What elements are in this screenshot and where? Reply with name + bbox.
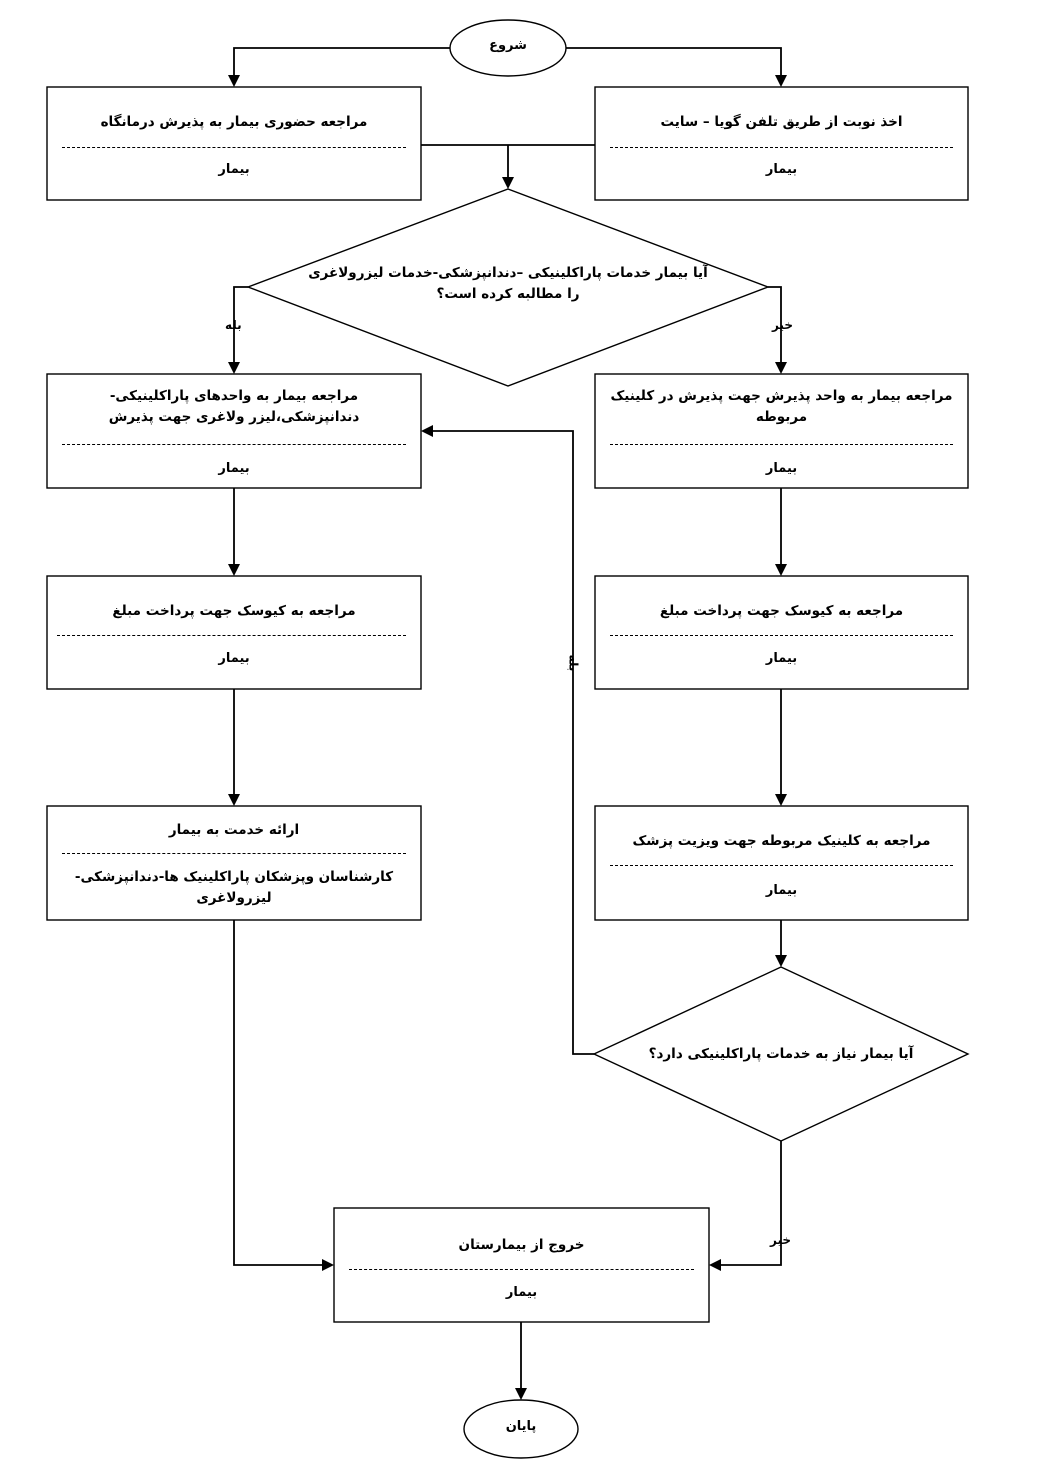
end-terminal [463,1399,579,1459]
in-person-title: مراجعه حضوری بیمار به پذیرش درمانگاه [100,114,368,130]
left-kiosk-divider [57,635,406,636]
service-title: ارائه خدمت به بیمار [168,822,300,838]
service-box [46,805,422,921]
edge-start-to-phone [566,47,787,87]
left-kiosk-box [46,575,422,690]
edge-label-yes-2: بله [566,654,581,672]
edge-label-no-1: خیر [772,318,794,332]
right-kiosk-title: مراجعه به کیوسک جهت پرداخت مبلغ [659,603,904,619]
phone-booking-divider [610,147,953,148]
right-reception-title: مراجعه بیمار به واحد پذیرش جهت پذیرش در … [610,388,953,425]
edge-label-yes-1: بله [225,318,242,332]
edge-decision-no [768,286,787,374]
in-person-box [46,86,422,201]
right-reception-divider [610,444,953,445]
clinic-visit-box [594,805,969,921]
clinic-visit-title: مراجعه به کلینیک مربوطه جهت ویزیت پزشک [632,833,931,849]
decision-paraclinic-diamond [246,188,770,387]
edge-decision-yes [228,286,248,374]
exit-box [333,1207,710,1323]
left-kiosk-role: بیمار [218,651,250,666]
edge-label-no-2: خیر [770,1233,792,1247]
phone-booking-role: بیمار [765,162,798,177]
exit-divider [349,1269,694,1270]
start-label: شروع [489,38,527,53]
left-reception-role: بیمار [218,461,250,476]
service-divider [62,853,406,854]
exit-title: خروج از بیمارستان [458,1237,585,1253]
edge-start-to-in-person [228,47,450,87]
clinic-visit-divider [610,865,953,866]
right-kiosk-box [594,575,969,690]
right-reception-role: بیمار [765,461,798,476]
service-role: کارشناسان وپزشکان پاراکلینیک ها-دندانپزش… [74,869,394,906]
exit-role: بیمار [505,1285,538,1300]
left-kiosk-title: مراجعه به کیوسک جهت پرداخت مبلغ [112,603,356,619]
right-kiosk-role: بیمار [765,651,798,666]
phone-booking-title: اخذ نوبت از طریق تلفن گویا – سایت [660,114,903,130]
left-reception-box [46,373,422,489]
phone-booking-box [594,86,969,201]
left-reception-title: مراجعه بیمار به واحدهای پاراکلینیکی-دندا… [108,388,360,425]
edge-decision-need-no [709,1141,782,1271]
decision-need-text: آیا بیمار نیاز به خدمات پاراکلینیکی دارد… [648,1046,914,1062]
right-reception-box [594,373,969,489]
in-person-divider [62,147,406,148]
end-label: پایان [505,1419,537,1434]
edge-decision-need-yes [421,425,594,1055]
in-person-role: بیمار [218,162,250,177]
edge-service-to-exit [233,920,334,1271]
decision-paraclinic-text: آیا بیمار خدمات پاراکلینیکی –دندانپزشکی-… [308,265,708,302]
clinic-visit-role: بیمار [765,883,798,898]
right-kiosk-divider [610,635,953,636]
left-reception-divider [62,444,406,445]
